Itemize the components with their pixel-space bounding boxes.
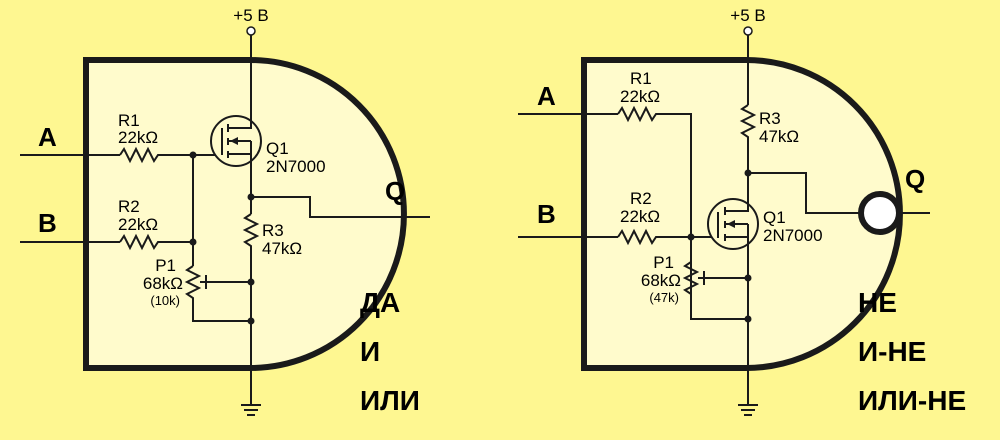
left-r2-resistor bbox=[119, 233, 193, 251]
right-supply-terminal bbox=[743, 26, 753, 36]
right-r1-value: 22kΩ bbox=[620, 87, 660, 106]
left-supply-label: +5 В bbox=[233, 6, 268, 25]
right-q1-name: Q1 bbox=[763, 208, 786, 227]
left-output-wire bbox=[251, 196, 430, 218]
right-inversion-bubble bbox=[858, 191, 902, 235]
left-q1-model: 2N7000 bbox=[266, 157, 326, 176]
right-ground-icon bbox=[738, 404, 758, 416]
right-input-b-label: B bbox=[537, 199, 556, 229]
left-p1-potentiometer bbox=[184, 265, 251, 322]
left-r2-name: R2 bbox=[118, 197, 140, 216]
left-r1-value: 22kΩ bbox=[118, 128, 158, 147]
right-p1-potentiometer bbox=[682, 261, 748, 320]
left-p1-alt-value: (10k) bbox=[150, 293, 180, 308]
left-q1-name: Q1 bbox=[266, 139, 289, 158]
right-function-2: И-НЕ bbox=[858, 336, 926, 367]
right-r2-value: 22kΩ bbox=[620, 207, 660, 226]
left-r3-resistor bbox=[242, 213, 260, 282]
left-ground-icon bbox=[241, 404, 261, 416]
left-r1-resistor bbox=[119, 146, 193, 164]
right-r3-value: 47kΩ bbox=[759, 127, 799, 146]
right-gate: +5 В R3 47kΩ Q A B R1 22kΩ R2 22kΩ P1 68… bbox=[518, 6, 966, 416]
right-r2-name: R2 bbox=[630, 189, 652, 208]
right-function-1: НЕ bbox=[858, 287, 897, 318]
left-q1-mosfet bbox=[210, 115, 262, 167]
right-q1-mosfet bbox=[707, 198, 759, 250]
right-output-wire bbox=[748, 172, 860, 214]
right-r1-resistor bbox=[617, 105, 692, 305]
right-r2-resistor bbox=[617, 228, 712, 246]
right-p1-alt-value: (47k) bbox=[649, 290, 679, 305]
left-r3-value: 47kΩ bbox=[262, 239, 302, 258]
left-p1-name: P1 bbox=[155, 256, 176, 275]
left-gate-body bbox=[83, 57, 407, 371]
left-supply-terminal bbox=[246, 26, 256, 36]
left-p1-value: 68kΩ bbox=[143, 274, 183, 293]
right-p1-value: 68kΩ bbox=[641, 271, 681, 290]
left-function-2: И bbox=[360, 336, 380, 367]
right-r3-name: R3 bbox=[759, 109, 781, 128]
left-r1-name: R1 bbox=[118, 111, 140, 130]
left-input-a-label: A bbox=[38, 122, 57, 152]
left-output-label: Q bbox=[385, 176, 405, 206]
right-supply-label: +5 В bbox=[730, 6, 765, 25]
left-gate: +5 В A B R1 22kΩ R2 22kΩ P1 68kΩ (10k) bbox=[20, 6, 430, 416]
left-function-3: ИЛИ bbox=[360, 385, 420, 416]
right-p1-name: P1 bbox=[653, 253, 674, 272]
right-function-3: ИЛИ-НЕ bbox=[858, 385, 966, 416]
right-input-a-label: A bbox=[537, 81, 556, 111]
left-input-b-label: B bbox=[38, 208, 57, 238]
right-r3-resistor bbox=[739, 104, 757, 210]
left-function-1: ДА bbox=[360, 287, 400, 318]
right-q1-model: 2N7000 bbox=[763, 226, 823, 245]
left-r3-name: R3 bbox=[262, 221, 284, 240]
right-r1-name: R1 bbox=[630, 69, 652, 88]
right-output-label: Q bbox=[905, 164, 925, 194]
left-r2-value: 22kΩ bbox=[118, 215, 158, 234]
